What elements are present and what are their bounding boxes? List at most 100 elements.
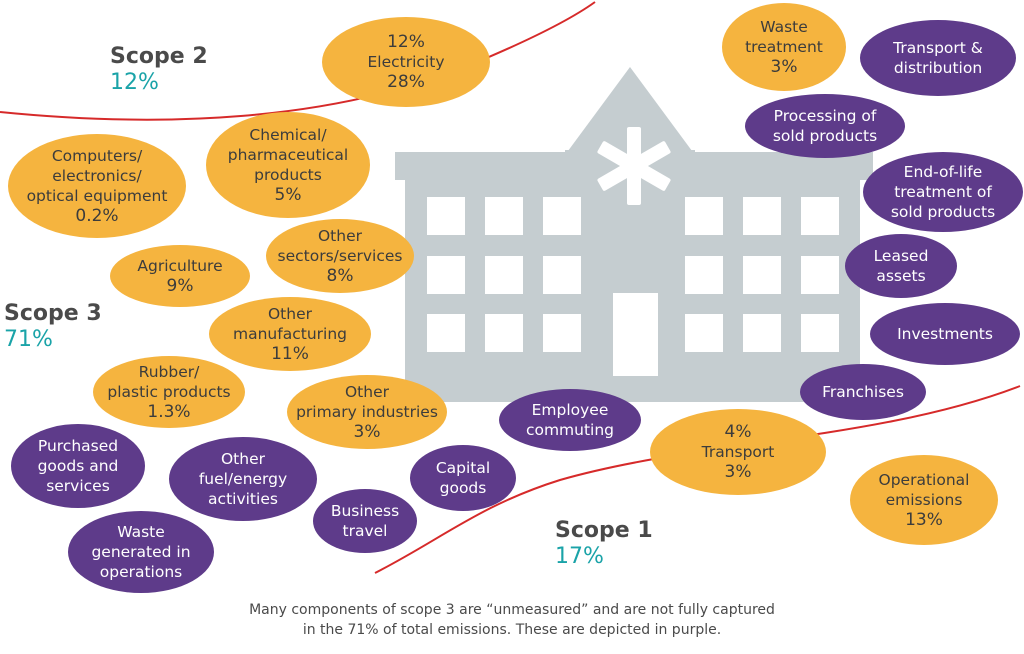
- building-window: [485, 197, 523, 235]
- bubble-text-line: Capital: [435, 459, 491, 477]
- bubble-text-line: goods and: [37, 457, 119, 475]
- bubble-text-line: electronics/: [52, 167, 142, 185]
- bubble-text-line: plastic products: [107, 383, 231, 401]
- bubble-text-line: Leased: [873, 247, 929, 265]
- bubble-text-line: 13%: [905, 510, 943, 530]
- building-window: [427, 314, 465, 352]
- footnote: Many components of scope 3 are “unmeasur…: [180, 600, 844, 640]
- bubble-text-line: emissions: [885, 491, 963, 509]
- building-windows: [427, 197, 839, 352]
- bubble-text-line: activities: [208, 490, 278, 508]
- bubble-text-line: services: [46, 477, 110, 495]
- scope-name: Scope 3: [4, 301, 102, 326]
- scope-name: Scope 1: [555, 518, 653, 543]
- bubble-text-line: optical equipment: [26, 187, 168, 205]
- bubble-text-line: treatment of: [894, 183, 992, 201]
- bubble-text-line: Processing of: [773, 107, 877, 125]
- bubble-text-line: Franchises: [822, 383, 904, 401]
- building-window: [685, 256, 723, 294]
- building-window: [743, 197, 781, 235]
- building-window: [801, 197, 839, 235]
- bubble-text-line: Operational: [878, 471, 970, 489]
- bubble-text-line: 5%: [274, 185, 302, 205]
- footnote-line-1: Many components of scope 3 are “unmeasur…: [249, 602, 775, 618]
- bubble-transport-distribution: Transport &distribution: [860, 20, 1016, 96]
- bubble-text-line: Other: [220, 450, 265, 468]
- scope-2-boundary-line: [0, 1, 596, 121]
- building-window: [485, 256, 523, 294]
- building-window: [543, 314, 581, 352]
- bubble-text-line: 28%: [387, 72, 425, 92]
- bubble-waste-generated: Waste generated in operations: [68, 511, 214, 593]
- bubble-text-line: Other: [317, 227, 362, 245]
- scope-name: Scope 2: [110, 44, 208, 69]
- bubble-text-line: Transport: [701, 443, 775, 461]
- bubble-text-line: 4%: [724, 422, 752, 442]
- bubble-text-line: Computers/: [51, 147, 143, 165]
- bubble-text-line: manufacturing: [233, 325, 347, 343]
- bubble-franchises: Franchises: [800, 364, 926, 420]
- bubble-text-line: sold products: [772, 127, 878, 145]
- bubble-leased-assets: Leased assets: [845, 234, 957, 298]
- bubble-investments: Investments: [870, 303, 1020, 365]
- bubble-text-line: primary industries: [296, 403, 438, 421]
- scope-1-boundary-line: [374, 385, 1021, 574]
- building-window: [743, 256, 781, 294]
- bubble-text-line: Waste: [760, 18, 808, 36]
- bubble-processing-sold-products: Processing of sold products: [745, 94, 905, 158]
- bubble-text-line: Other: [344, 383, 389, 401]
- bubble-text-line: sold products: [890, 203, 996, 221]
- bubble-text-line: operations: [99, 563, 183, 581]
- bubble-text-line: generated in: [91, 543, 191, 561]
- bubble-text-line: treatment: [745, 38, 823, 56]
- bubble-text-line: fuel/energy: [198, 470, 288, 488]
- bubble-text-line: pharmaceutical: [227, 146, 349, 164]
- bubble-text-line: sectors/services: [277, 247, 403, 265]
- bubble-other-fuel-energy: Other fuel/energy activities: [169, 437, 317, 521]
- building-window: [685, 197, 723, 235]
- medical-star-icon: [597, 127, 671, 205]
- building-door: [613, 293, 658, 376]
- footnote-line-2: in the 71% of total emissions. These are…: [302, 622, 722, 638]
- bubble-text-line: travel: [342, 522, 388, 540]
- scope-2-label: Scope 2 12%: [110, 44, 208, 96]
- bubble-text-line: 3%: [724, 462, 752, 482]
- bubble-text-line: Waste: [117, 523, 165, 541]
- scope-1-label: Scope 1 17%: [555, 518, 653, 570]
- bubble-text-line: Transport &: [893, 39, 983, 57]
- bubble-text-line: 3%: [770, 57, 798, 77]
- scope-3-label: Scope 3 71%: [4, 301, 102, 353]
- bubble-text-line: commuting: [525, 421, 615, 439]
- building-window: [485, 314, 523, 352]
- bubble-text-line: 8%: [326, 266, 354, 286]
- bubble-text-line: 3%: [353, 422, 381, 442]
- bubble-text-line: Investments: [897, 325, 993, 343]
- bubble-text-line: 1.3%: [147, 402, 191, 422]
- bubble-text-line: Agriculture: [137, 257, 223, 275]
- bubble-text-line: assets: [876, 267, 926, 285]
- building-window: [801, 256, 839, 294]
- bubble-text-line: Rubber/: [138, 363, 200, 381]
- building-window: [427, 197, 465, 235]
- bubble-text-line: 12%: [387, 32, 425, 52]
- scope-value: 12%: [110, 70, 159, 95]
- bubble-text-line: 11%: [271, 344, 309, 364]
- bubble-text-line: Purchased: [37, 437, 119, 455]
- building-window: [801, 314, 839, 352]
- bubble-text-line: products: [254, 166, 322, 184]
